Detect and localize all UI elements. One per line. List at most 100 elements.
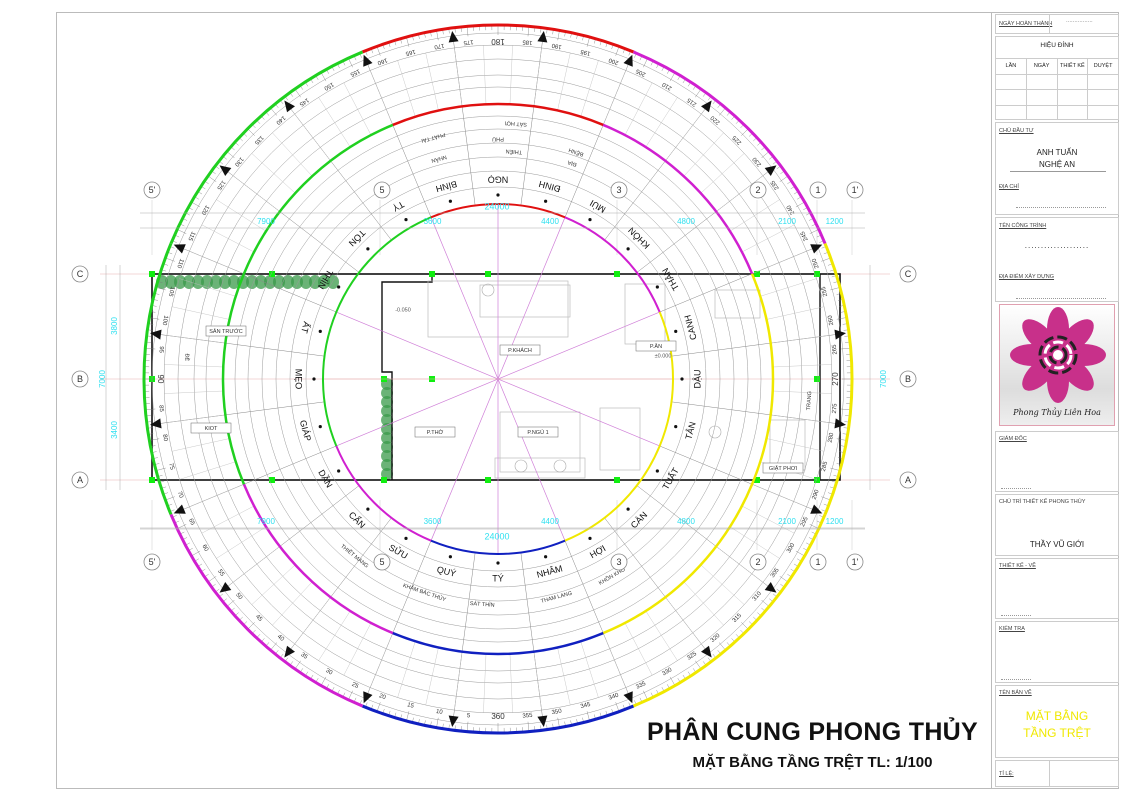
ring-label: PHÚ [492, 136, 504, 143]
column-marker [754, 271, 760, 277]
star-dot-icon [404, 218, 408, 222]
degree-tick [207, 576, 217, 583]
degree-tick [695, 660, 702, 670]
compass-ring [275, 156, 721, 602]
designer-label: THIẾT KẾ - VẼ [999, 563, 1036, 569]
degree-label: 280 [828, 432, 836, 444]
star-dot-icon [496, 561, 500, 565]
plant-icon [318, 275, 330, 289]
sub-division [425, 647, 439, 706]
degree-tick [207, 175, 217, 182]
degree-tick [586, 711, 590, 721]
sector-arc-yellow [658, 311, 674, 447]
degree-label: 120 [199, 204, 210, 216]
mountain-label: ẤT [299, 321, 312, 335]
ring-label: KHẢM BÁC THỦY [402, 582, 447, 603]
degree-tick [718, 107, 726, 116]
sub-division [766, 438, 825, 452]
star-dot-icon [674, 329, 678, 333]
degree-tick [320, 676, 327, 686]
sheet-name-line2: TẦNG TRỆT [1023, 726, 1091, 740]
degree-label: 345 [580, 702, 592, 711]
degree-tick [406, 711, 410, 721]
star-dot-icon [366, 247, 370, 251]
owner-place: NGHỆ AN [1038, 160, 1075, 169]
sub-division [557, 52, 571, 111]
axis-label-col: 5' [149, 557, 156, 567]
arrow-marker-icon [810, 504, 823, 514]
room-label-p-tho: P.THỜ [427, 429, 444, 436]
plant-icon [300, 275, 312, 289]
dimension-segment: 3600 [424, 517, 442, 526]
sub-division [425, 52, 439, 111]
degree-tick [247, 622, 255, 630]
room-tag [762, 462, 804, 474]
column-marker [485, 271, 491, 277]
sub-division [580, 641, 599, 698]
degree-label: 140 [274, 114, 286, 125]
dimension-segment: 1200 [826, 217, 844, 226]
level-label: -0.050 [395, 307, 411, 313]
degree-label: 55 [216, 569, 225, 578]
star-dot-icon [680, 377, 684, 381]
logo-text: Phong Thủy Liên Hoa [1013, 408, 1101, 417]
mountain-label: SỬU [387, 541, 410, 561]
furniture [599, 407, 641, 471]
degree-tick [761, 599, 770, 607]
column-marker [269, 271, 275, 277]
sector-arc-blue [392, 631, 604, 656]
degree-label: 75 [167, 463, 175, 472]
degree-label: 35 [299, 652, 308, 661]
arrow-marker-icon [150, 329, 162, 340]
degree-label: 5 [467, 713, 472, 719]
degree-tick [165, 496, 175, 501]
plant-icon [219, 275, 231, 289]
star-dot-icon [448, 199, 452, 203]
sub-division [232, 175, 280, 212]
degree-tick [669, 72, 676, 82]
arrow-marker-icon [363, 54, 373, 67]
fixture [553, 459, 567, 473]
sub-division [232, 546, 280, 583]
sub-division [216, 199, 267, 232]
sub-division [201, 224, 255, 253]
degree-label: 340 [608, 692, 620, 701]
arrow-marker-icon [834, 418, 846, 429]
star-dot-icon [366, 507, 370, 511]
degree-tick [348, 58, 353, 68]
star-dot-icon [655, 285, 659, 289]
designer-section: THIẾT KẾ - VẼ [995, 558, 1119, 619]
sub-division [509, 45, 513, 105]
mountain-label: DẦN [316, 468, 334, 489]
degree-label: 10 [435, 709, 443, 716]
axis-label-col: 3 [616, 185, 621, 195]
axis-bubble [71, 265, 89, 283]
degree-tick [177, 229, 187, 234]
axis-bubble [610, 553, 628, 571]
degree-label: 235 [770, 178, 781, 190]
degree-label: 105 [167, 286, 176, 298]
plant-icon [174, 275, 186, 289]
degree-label: 60 [201, 544, 210, 553]
degree-label: 320 [710, 632, 722, 643]
degree-label: 205 [635, 67, 647, 77]
sector-arc-blue [430, 539, 566, 555]
axis-label-col: 1' [852, 557, 859, 567]
sub-division [483, 45, 487, 105]
arrow-marker-icon [173, 504, 186, 514]
floor-plan [100, 200, 890, 554]
mountain-label: NGỌ [488, 175, 509, 185]
arrow-marker-icon [363, 691, 373, 704]
sector-arc-magenta [335, 445, 432, 542]
degree-label: 360 [491, 712, 505, 721]
sub-division [557, 647, 571, 706]
sub-division [603, 632, 627, 688]
degree-label: 230 [751, 155, 762, 167]
column-marker [614, 477, 620, 483]
axis-bubble [143, 553, 161, 571]
fixture [514, 459, 528, 473]
compass-ring [163, 44, 833, 714]
axis-bubble [846, 553, 864, 571]
mountain-label: TÂN [683, 421, 697, 441]
